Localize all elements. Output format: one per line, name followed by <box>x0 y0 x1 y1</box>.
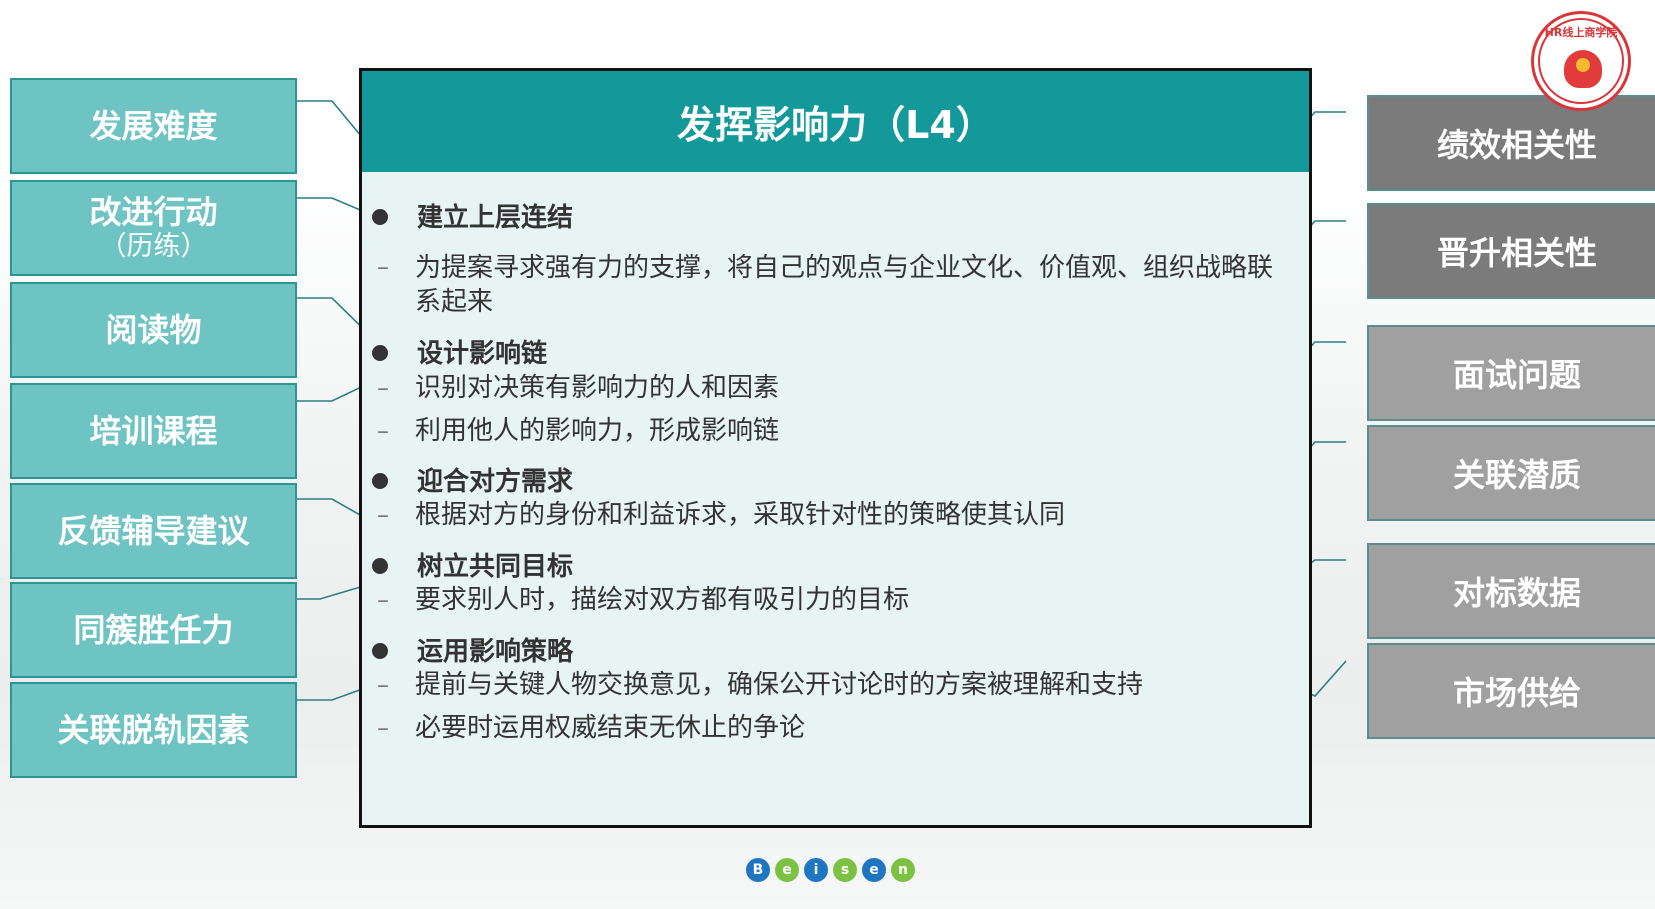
left-box-label: 反馈辅导建议 <box>57 512 250 550</box>
left-box-feedback-coaching[interactable]: 反馈辅导建议 <box>10 483 297 579</box>
dash-marker: – <box>377 586 389 614</box>
beisen-letter: s <box>833 858 857 882</box>
dash-marker: – <box>377 417 389 445</box>
section-heading: 设计影响链 <box>417 339 548 369</box>
dash-marker: – <box>377 501 389 529</box>
dash-marker: – <box>377 374 389 402</box>
beisen-letter: n <box>891 858 915 882</box>
bullet-dot <box>372 209 388 225</box>
heart-icon <box>1564 50 1602 88</box>
right-box-related-potential[interactable]: 关联潜质 <box>1367 425 1655 521</box>
dash-marker: – <box>377 253 389 281</box>
right-box-benchmark-data[interactable]: 对标数据 <box>1367 543 1655 639</box>
seal-text: HR线上商学院 <box>1544 26 1618 39</box>
section-item: 提前与关键人物交换意见，确保公开讨论时的方案被理解和支持 <box>415 670 1144 700</box>
right-box-label: 晋升相关性 <box>1436 234 1597 272</box>
left-box-label: 改进行动 <box>89 193 218 231</box>
bullet-dot <box>372 643 388 659</box>
left-box-label: 关联脱轨因素 <box>57 711 250 749</box>
seal-ring <box>1538 18 1624 104</box>
hr-college-seal-logo: HR线上商学院 <box>1531 11 1631 111</box>
right-box-performance-relevance[interactable]: 绩效相关性 <box>1367 95 1655 191</box>
left-box-label: 培训课程 <box>89 412 218 450</box>
right-box-interview-questions[interactable]: 面试问题 <box>1367 325 1655 421</box>
dash-marker: – <box>377 714 389 742</box>
left-box-label: 阅读物 <box>105 311 202 349</box>
section-item: 识别对决策有影响力的人和因素 <box>415 373 780 403</box>
left-box-development-difficulty[interactable]: 发展难度 <box>10 78 297 174</box>
center-title: 发挥影响力（L4） <box>362 71 1309 172</box>
right-box-label: 对标数据 <box>1452 574 1581 612</box>
left-box-cluster-competencies[interactable]: 同簇胜任力 <box>10 582 297 678</box>
section-item: 要求别人时，描绘对双方都有吸引力的目标 <box>415 585 910 615</box>
right-box-market-supply[interactable]: 市场供给 <box>1367 643 1655 739</box>
left-box-improvement-actions[interactable]: 改进行动 （历练） <box>10 180 297 276</box>
bullet-dot <box>372 473 388 489</box>
left-box-training-courses[interactable]: 培训课程 <box>10 383 297 479</box>
section-item: 利用他人的影响力，形成影响链 <box>415 416 780 446</box>
bullet-dot <box>372 558 388 574</box>
beisen-letter: i <box>804 858 828 882</box>
beisen-letter: e <box>862 858 886 882</box>
beisen-logo: B e i s e n <box>746 858 915 882</box>
bullet-dot <box>372 345 388 361</box>
beisen-letter: e <box>775 858 799 882</box>
right-box-label: 面试问题 <box>1452 356 1581 394</box>
section-item: 根据对方的身份和利益诉求，采取针对性的策略使其认同 <box>415 500 1066 530</box>
left-box-derailers[interactable]: 关联脱轨因素 <box>10 682 297 778</box>
section-heading: 迎合对方需求 <box>417 467 574 497</box>
center-panel: 发挥影响力（L4） 建立上层连结 – 为提案寻求强有力的支撑，将自己的观点与企业… <box>359 68 1312 828</box>
right-box-promotion-relevance[interactable]: 晋升相关性 <box>1367 203 1655 299</box>
right-box-label: 绩效相关性 <box>1436 126 1597 164</box>
section-heading: 运用影响策略 <box>417 637 574 667</box>
left-box-label: 同簇胜任力 <box>73 611 234 649</box>
section-heading: 建立上层连结 <box>417 203 574 233</box>
left-box-label: 发展难度 <box>89 107 218 145</box>
dash-marker: – <box>377 671 389 699</box>
right-box-label: 关联潜质 <box>1452 456 1581 494</box>
left-box-reading-materials[interactable]: 阅读物 <box>10 282 297 378</box>
left-box-sublabel: （历练） <box>99 231 208 262</box>
section-item: 为提案寻求强有力的支撑，将自己的观点与企业文化、价值观、组织战略联系起来 <box>415 253 1274 317</box>
beisen-letter: B <box>746 858 770 882</box>
section-heading: 树立共同目标 <box>417 552 574 582</box>
section-item: 必要时运用权威结束无休止的争论 <box>415 713 806 743</box>
right-box-label: 市场供给 <box>1452 674 1581 712</box>
